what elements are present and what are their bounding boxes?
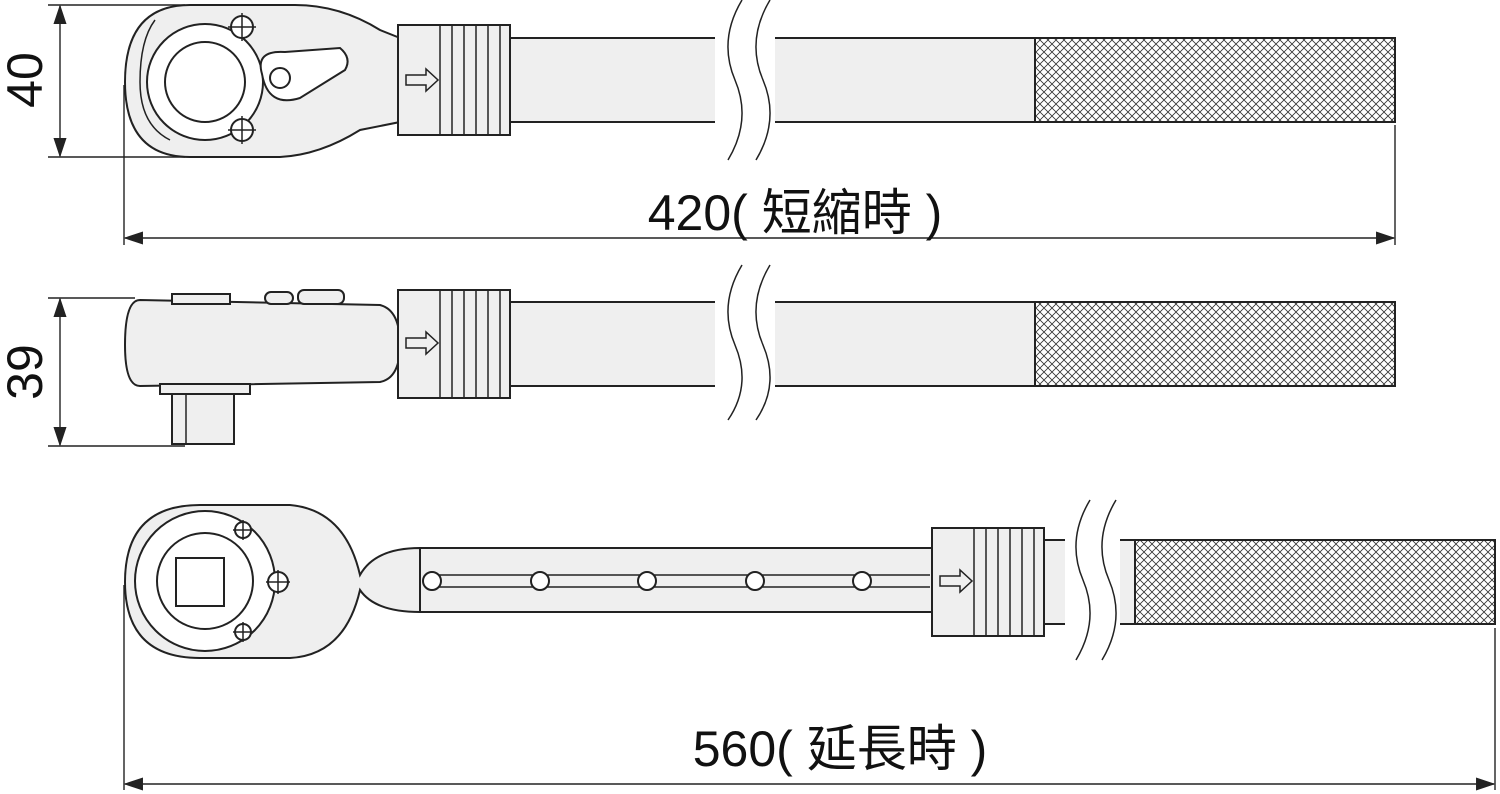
- ratchet-head-side: [123, 298, 402, 388]
- dimension-label-39: 39: [0, 344, 53, 400]
- right-arrow-icon: [405, 67, 440, 93]
- screw-icon: [233, 520, 253, 540]
- lever-knob: [264, 291, 294, 305]
- top-view-retracted: [123, 0, 1396, 161]
- dimension-height-side: [48, 297, 185, 447]
- right-arrow-icon: [939, 568, 974, 594]
- square-drive: [171, 393, 235, 445]
- lock-collar: [397, 24, 511, 136]
- side-view-retracted: [123, 264, 1396, 445]
- knurled-grip-extended: [1134, 539, 1496, 625]
- dimension-label-560: 560( 延長時 ): [693, 721, 988, 777]
- lever-pin: [269, 67, 291, 89]
- top-view-extended: [123, 499, 1496, 661]
- dimension-label-420: 420( 短縮時 ): [648, 185, 943, 241]
- right-arrow-icon: [405, 330, 440, 356]
- drive-hole: [164, 41, 246, 123]
- lock-collar-side: [397, 289, 511, 399]
- screw-icon: [233, 622, 253, 642]
- dimension-length-long: [123, 585, 1496, 791]
- screw-icon: [266, 570, 290, 594]
- detent-holes: [422, 571, 872, 591]
- screw-icon: [228, 13, 256, 41]
- dimension-height-top: [48, 4, 185, 158]
- knurled-grip: [1034, 37, 1396, 123]
- dimension-label-40: 40: [0, 52, 53, 108]
- drive-base: [159, 383, 251, 395]
- square-drive: [175, 557, 225, 607]
- screw-icon: [228, 116, 256, 144]
- knurled-grip-side: [1034, 301, 1396, 387]
- dimension-length-short: [123, 85, 1396, 245]
- lever-knob: [297, 289, 345, 305]
- lock-collar-extended: [931, 527, 1045, 637]
- head-cap: [171, 293, 231, 305]
